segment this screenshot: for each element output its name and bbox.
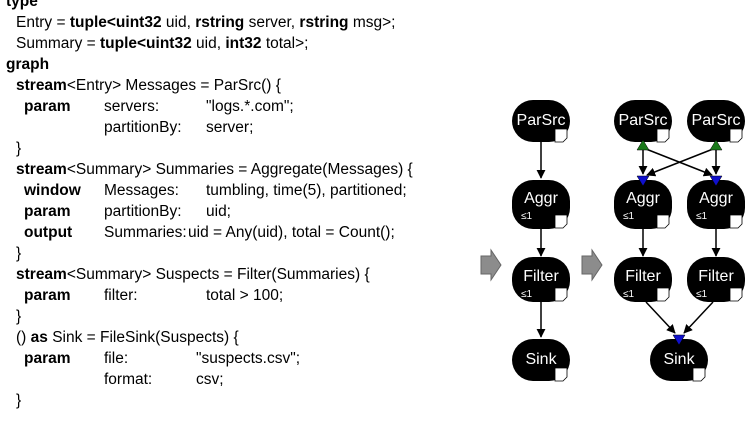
node-sink-merged: Sink <box>650 334 708 382</box>
svg-text:ParSrc: ParSrc <box>517 112 566 129</box>
svg-text:≤1: ≤1 <box>521 289 532 300</box>
node-aggr: Aggr ≤1 <box>512 180 570 229</box>
svg-text:≤1: ≤1 <box>623 211 634 222</box>
edge-filter-b-sink <box>683 301 714 334</box>
code-line-5: stream<Entry> Messages = ParSrc() { <box>16 77 281 94</box>
transform-arrow-1 <box>480 248 502 282</box>
svg-text:Sink: Sink <box>663 351 695 368</box>
split-port-a <box>636 139 650 151</box>
node-filter: Filter ≤1 <box>512 257 570 302</box>
node-sink: Sink <box>512 339 570 382</box>
svg-text:Aggr: Aggr <box>699 190 733 207</box>
svg-text:≤1: ≤1 <box>623 289 634 300</box>
keyword-graph: graph <box>6 56 50 73</box>
svg-text:ParSrc: ParSrc <box>619 112 668 129</box>
svg-text:≤1: ≤1 <box>696 289 707 300</box>
node-parsrc-b: ParSrc <box>687 100 745 151</box>
split-port-b <box>709 139 723 151</box>
svg-text:Filter: Filter <box>625 268 661 285</box>
code-line-2: Entry = tuple<uint32 uid, rstring server… <box>16 14 396 31</box>
merge-port-sink <box>672 334 686 346</box>
node-aggr-a: Aggr ≤1 <box>614 175 672 229</box>
code-line-13: } <box>16 245 22 262</box>
node-parsrc: ParSrc <box>512 100 570 143</box>
svg-text:Filter: Filter <box>523 268 559 285</box>
code-line-1: type <box>6 0 38 12</box>
code-listing: type Entry = tuple<uint32 uid, rstring s… <box>6 0 486 431</box>
node-parsrc-a: ParSrc <box>614 100 672 151</box>
merge-port-aggr-b <box>709 175 723 187</box>
svg-text:Sink: Sink <box>525 351 557 368</box>
node-aggr-b: Aggr ≤1 <box>687 175 745 229</box>
code-line-8: } <box>16 140 22 157</box>
edge-parsrc-b-aggr-a <box>646 148 714 177</box>
code-line-4: graph <box>6 54 49 75</box>
code-line-17: () as Sink = FileSink(Suspects) { <box>16 329 239 346</box>
code-line-3: Summary = tuple<uint32 uid, int32 total>… <box>16 35 309 52</box>
code-line-9: stream<Summary> Summaries = Aggregate(Me… <box>16 161 413 178</box>
code-line-20: } <box>16 392 22 409</box>
code-line-14: stream<Summary> Suspects = Filter(Summar… <box>16 266 370 283</box>
merge-port-aggr-a <box>636 175 650 187</box>
svg-text:≤1: ≤1 <box>521 211 532 222</box>
stream-graph-diagram: ParSrc Aggr ≤1 Filter ≤1 Sink ParSrc Par… <box>480 100 745 382</box>
edge-filter-a-sink <box>645 301 676 334</box>
code-line-16: } <box>16 308 22 325</box>
node-filter-a: Filter ≤1 <box>614 257 672 302</box>
node-filter-b: Filter ≤1 <box>687 257 745 302</box>
svg-text:Aggr: Aggr <box>524 190 558 207</box>
svg-text:ParSrc: ParSrc <box>692 112 741 129</box>
svg-text:≤1: ≤1 <box>696 211 707 222</box>
svg-text:Filter: Filter <box>698 268 734 285</box>
keyword-type: type <box>6 0 38 10</box>
transform-arrow-2 <box>581 248 603 282</box>
svg-text:Aggr: Aggr <box>626 190 660 207</box>
